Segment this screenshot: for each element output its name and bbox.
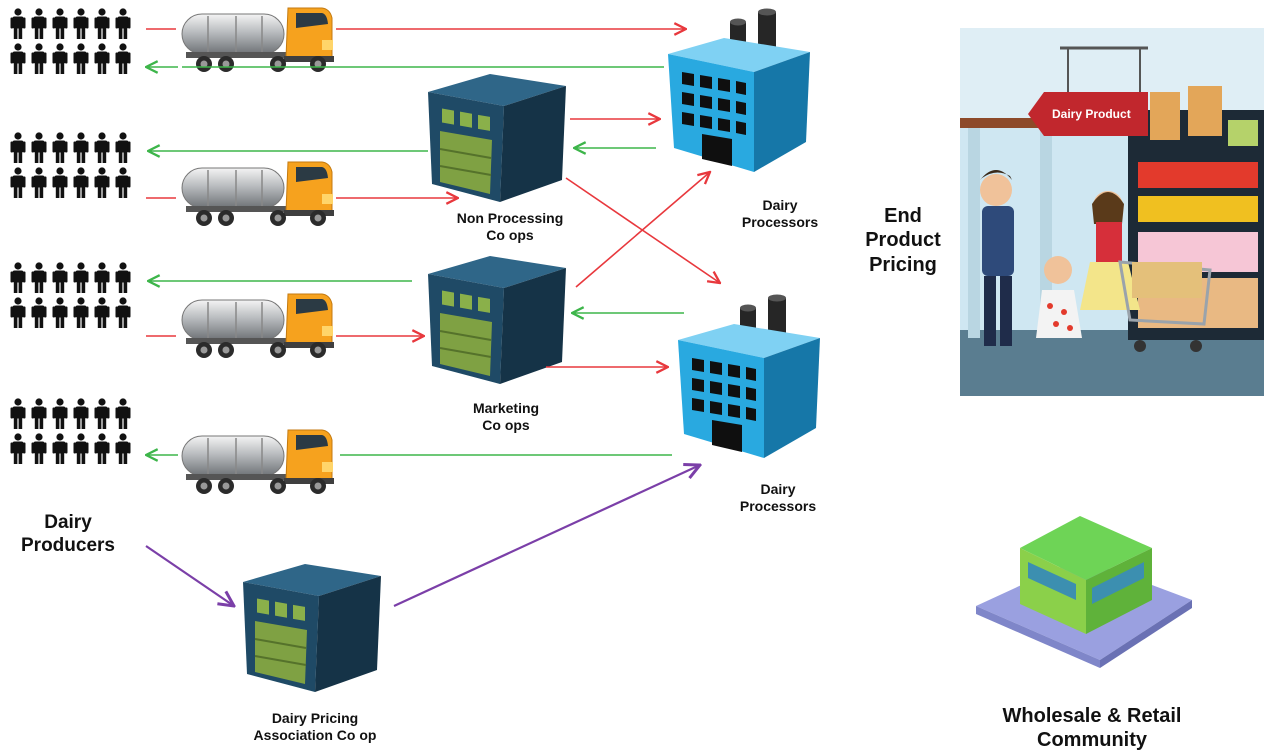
producer-group-4 <box>11 398 131 464</box>
producer-group-1 <box>11 8 131 74</box>
factory-icon-top <box>668 8 810 172</box>
store-icon <box>976 516 1192 668</box>
producers-to-association-arrow <box>145 545 234 606</box>
tanker-truck-icon <box>181 429 335 495</box>
store-sign-text: Dairy Product <box>1052 107 1131 121</box>
store-scene-icon <box>960 28 1264 396</box>
pricing-association-coop-icon <box>242 563 382 693</box>
tanker-truck-icon <box>181 293 335 359</box>
association-to-processor-arrow <box>393 465 700 607</box>
cross-arrow-up <box>575 172 710 288</box>
tanker-truck-icon <box>181 161 335 227</box>
marketing-coop-icon <box>427 255 567 385</box>
producer-group-2 <box>11 132 131 198</box>
factory-icon-bottom <box>678 294 820 458</box>
producer-group-3 <box>11 262 131 328</box>
non-processing-coop-icon <box>427 73 567 203</box>
tanker-truck-icon <box>181 7 335 73</box>
